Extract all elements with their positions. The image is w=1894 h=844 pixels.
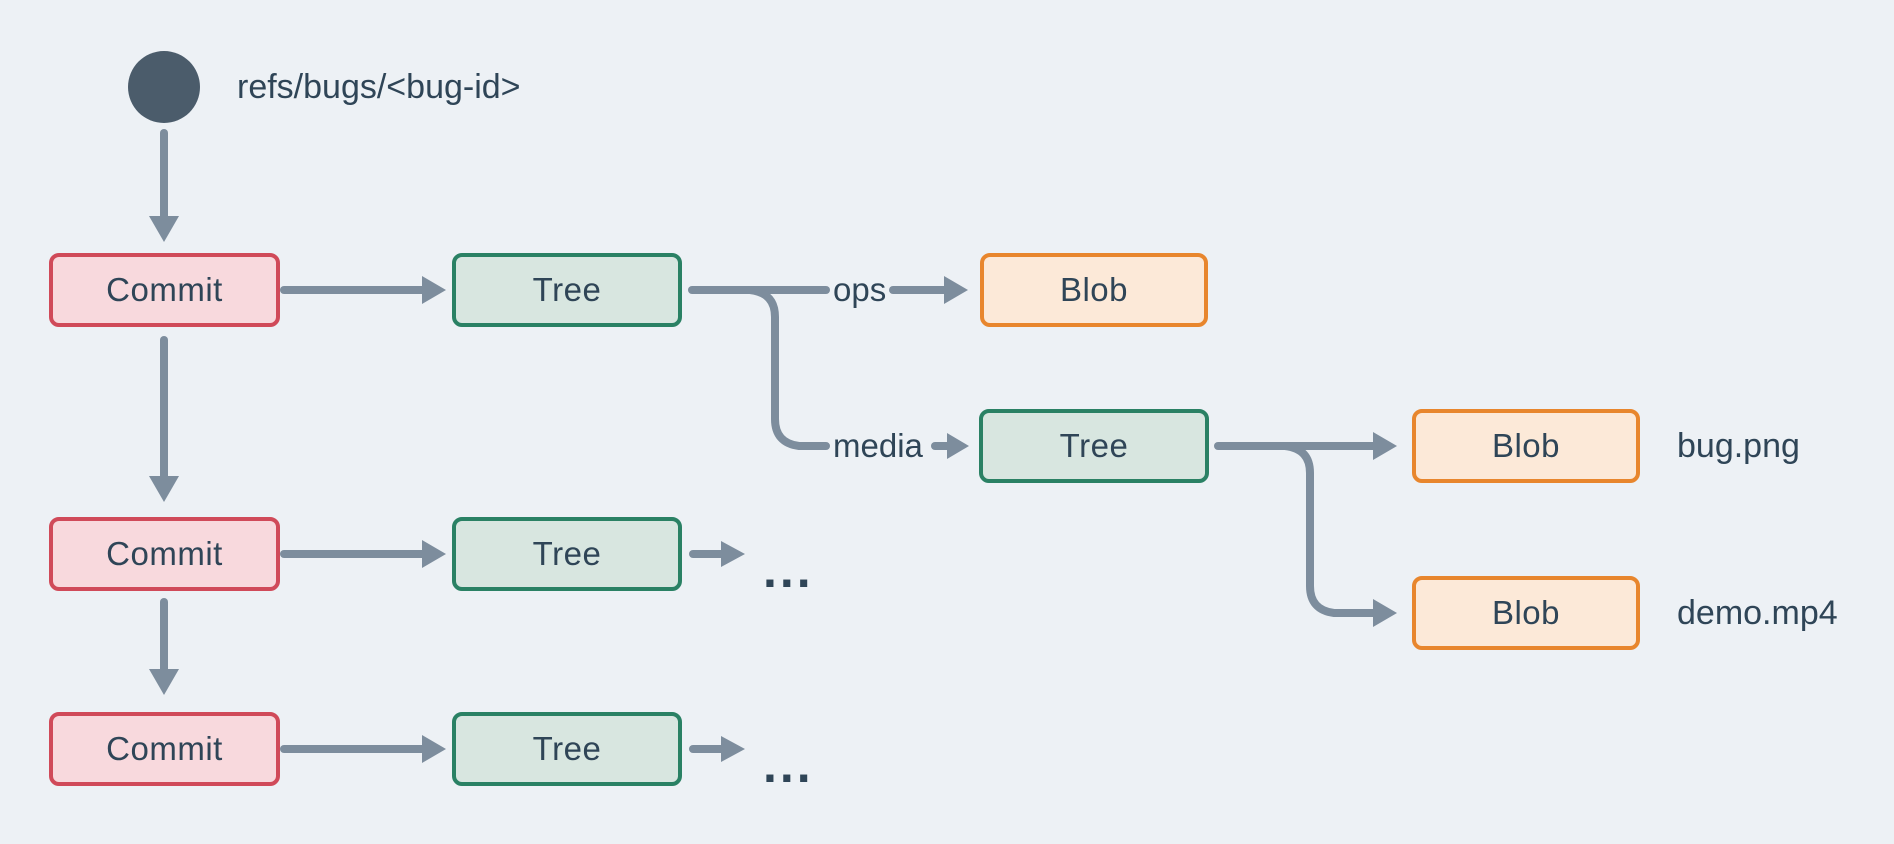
node-tree-3-label: Tree <box>532 730 602 767</box>
node-commit-1: Commit <box>49 253 280 327</box>
ellipsis-tree-3: ... <box>763 737 814 793</box>
arrow-tree3-to-more-head <box>721 736 745 762</box>
curve-treemedia-to-blob-demo <box>1281 442 1379 617</box>
node-blob-bug-label: Blob <box>1491 427 1561 464</box>
arrow-treemedia-to-blob-demo-head <box>1373 599 1397 627</box>
arrow-treemedia-to-blob-bug-head <box>1373 432 1397 460</box>
node-blob-demo: Blob <box>1412 576 1640 650</box>
arrow-commit1-to-tree1-head <box>422 276 446 304</box>
node-commit-1-label: Commit <box>106 271 223 308</box>
node-blob-ops-label: Blob <box>1059 271 1129 308</box>
ref-label: refs/bugs/<bug-id> <box>237 67 521 106</box>
ref-circle <box>128 51 200 123</box>
node-blob-demo-label: Blob <box>1491 594 1561 631</box>
node-commit-3-label: Commit <box>106 730 223 767</box>
curve-tree1-to-media-label <box>746 286 830 450</box>
arrow-ref-to-commit1-head <box>149 216 179 242</box>
node-tree-1: Tree <box>452 253 682 327</box>
node-blob-ops: Blob <box>980 253 1208 327</box>
node-tree-2: Tree <box>452 517 682 591</box>
arrow-commit3-to-tree3-head <box>422 735 446 763</box>
edge-label-ops: ops <box>833 271 887 308</box>
arrow-media-to-tree-head <box>947 433 969 459</box>
node-tree-3: Tree <box>452 712 682 786</box>
file-label-demo-mp4: demo.mp4 <box>1677 593 1838 632</box>
file-label-bug-png: bug.png <box>1677 426 1800 465</box>
edge-label-media: media <box>833 427 923 464</box>
arrow-commit2-to-tree2-head <box>422 540 446 568</box>
node-blob-bug: Blob <box>1412 409 1640 483</box>
node-tree-media-label: Tree <box>1059 427 1129 464</box>
node-tree-2-label: Tree <box>532 535 602 572</box>
arrow-commit1-to-commit2-head <box>149 476 179 502</box>
ellipsis-tree-2: ... <box>763 542 814 598</box>
arrow-tree2-to-more-head <box>721 541 745 567</box>
node-commit-2-label: Commit <box>106 535 223 572</box>
node-commit-3: Commit <box>49 712 280 786</box>
arrow-ops-to-blob-head <box>944 276 968 304</box>
node-tree-1-label: Tree <box>532 271 602 308</box>
arrow-commit2-to-commit3-head <box>149 669 179 695</box>
node-commit-2: Commit <box>49 517 280 591</box>
node-tree-media: Tree <box>979 409 1209 483</box>
